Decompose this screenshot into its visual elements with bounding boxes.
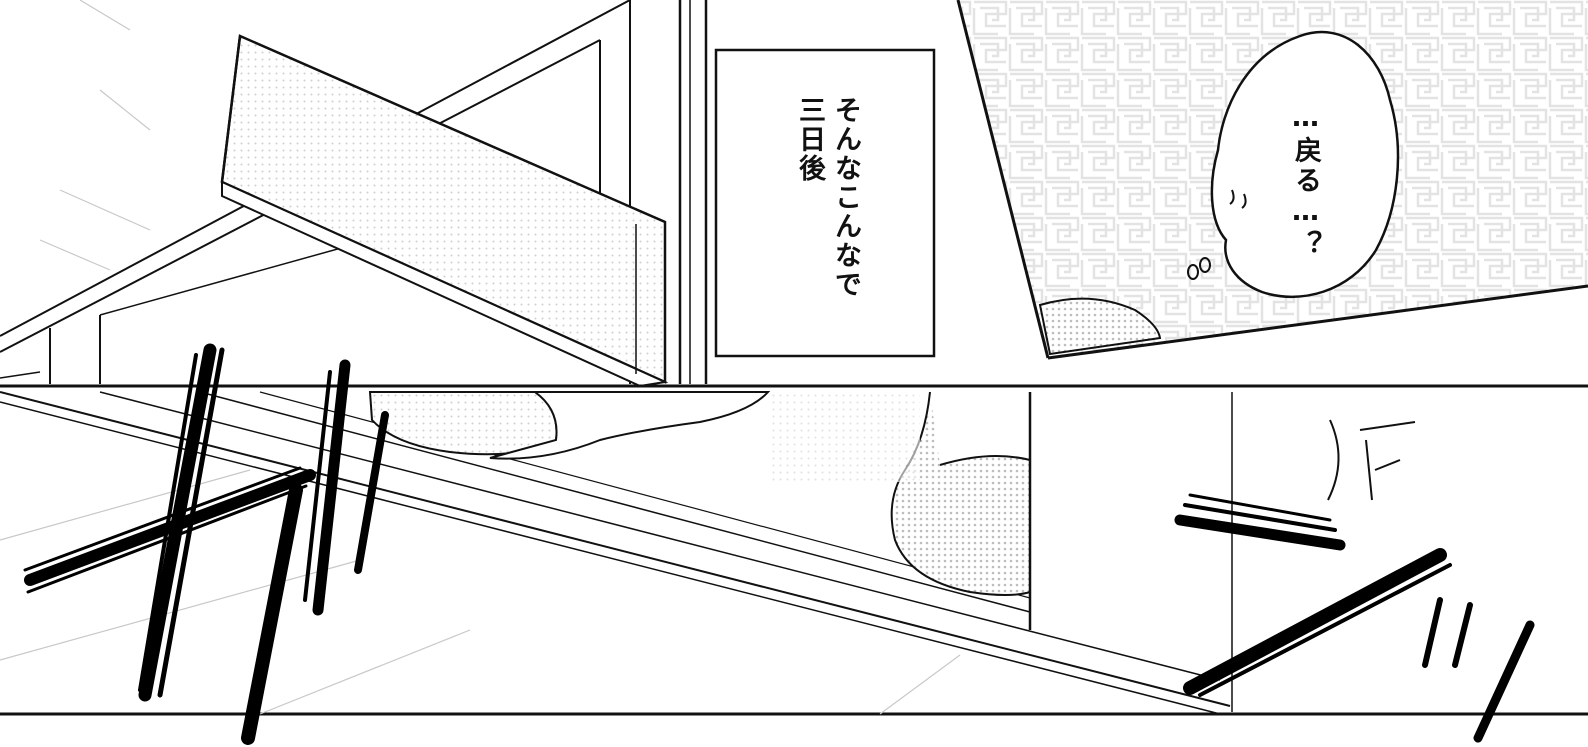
panel-bottom — [0, 343, 1535, 745]
caption-line-2: 三日後 — [794, 96, 825, 183]
panel-top-left — [0, 0, 936, 388]
sfx-slam-strokes-left — [23, 343, 389, 745]
caption-box — [714, 48, 936, 358]
character-head — [1038, 297, 1162, 356]
caption-line-1: そんなこんなで — [830, 96, 861, 299]
sfx-slam-strokes-right — [1174, 493, 1535, 743]
thought-bubble — [1210, 30, 1400, 299]
shoe-middle — [489, 391, 771, 460]
thought-bubble-text: …戻る…？ — [1290, 102, 1321, 260]
panel-top-right — [956, 0, 1588, 360]
bubble-trail-icon — [1187, 257, 1211, 280]
door-plank — [220, 34, 669, 388]
